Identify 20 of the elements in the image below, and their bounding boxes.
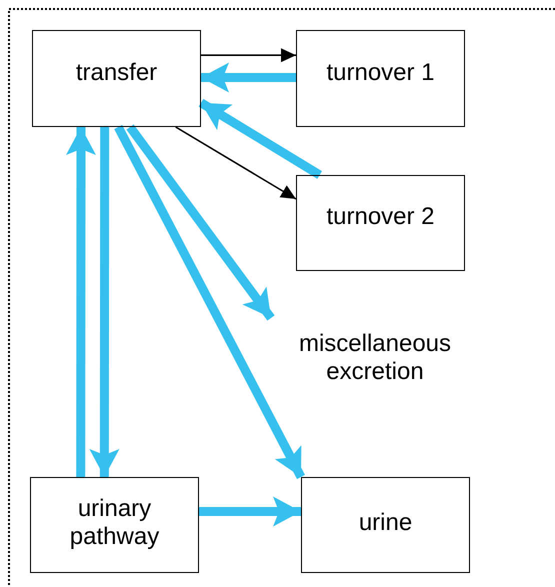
box-label: turnover 2 (326, 203, 435, 231)
process-box (30, 477, 199, 573)
node-label: miscellaneous excretion (298, 330, 452, 386)
arrow (201, 48, 296, 62)
arrow (89, 127, 120, 477)
arrow (198, 98, 322, 179)
arrow (126, 124, 275, 321)
box-label: turnover 1 (326, 58, 435, 86)
arrow (114, 124, 305, 480)
process-box (296, 175, 465, 271)
box-label: urinary pathway (68, 495, 160, 551)
arrow (201, 62, 296, 93)
process-box (32, 30, 201, 127)
arrow (66, 127, 96, 477)
arrow (199, 496, 301, 527)
process-box (301, 477, 470, 573)
box-label: transfer (76, 58, 158, 86)
box-label: urine (358, 509, 412, 537)
arrow (175, 126, 296, 200)
process-box (296, 30, 465, 127)
